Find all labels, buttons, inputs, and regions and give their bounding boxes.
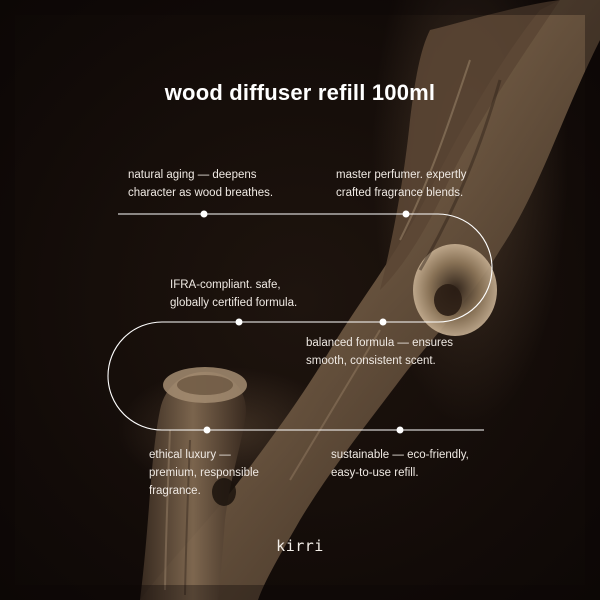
marker-dot — [379, 318, 387, 326]
marker-dot — [402, 210, 410, 218]
feature-text-line: sustainable — eco-friendly, — [331, 449, 469, 461]
feature-ifra-compliant: IFRA-compliant. safe, globally certified… — [170, 276, 297, 312]
feature-text-line: balanced formula — ensures — [306, 337, 454, 349]
feature-text-line: ethical luxury — — [149, 449, 231, 461]
page-title: wood diffuser refill 100ml — [164, 80, 436, 105]
marker-dot — [235, 318, 243, 326]
marker-dot — [396, 426, 404, 434]
marker-dot — [200, 210, 208, 218]
feature-text-line: IFRA-compliant. safe, — [170, 279, 281, 291]
feature-sustainable: sustainable — eco-friendly, easy-to-use … — [331, 446, 469, 482]
feature-text-line: crafted fragrance blends. — [336, 187, 464, 199]
brand-logo: kirri — [276, 537, 324, 555]
feature-text-line: globally certified formula. — [170, 297, 298, 309]
feature-text-line: natural aging — deepens — [128, 169, 257, 181]
feature-balanced-formula: balanced formula — ensures smooth, consi… — [306, 334, 453, 370]
feature-master-perfumer: master perfumer. expertly crafted fragra… — [336, 166, 466, 202]
feature-text-line: premium, responsible — [149, 467, 259, 479]
feature-text-line: fragrance. — [149, 485, 201, 497]
feature-ethical-luxury: ethical luxury — premium, responsible fr… — [149, 446, 259, 500]
feature-text-line: master perfumer. expertly — [336, 169, 467, 181]
feature-text-line: smooth, consistent scent. — [306, 355, 436, 367]
feature-text-line: character as wood breathes. — [128, 187, 274, 199]
feature-natural-aging: natural aging — deepens character as woo… — [128, 166, 273, 202]
feature-text-line: easy-to-use refill. — [331, 467, 419, 479]
marker-dot — [203, 426, 211, 434]
